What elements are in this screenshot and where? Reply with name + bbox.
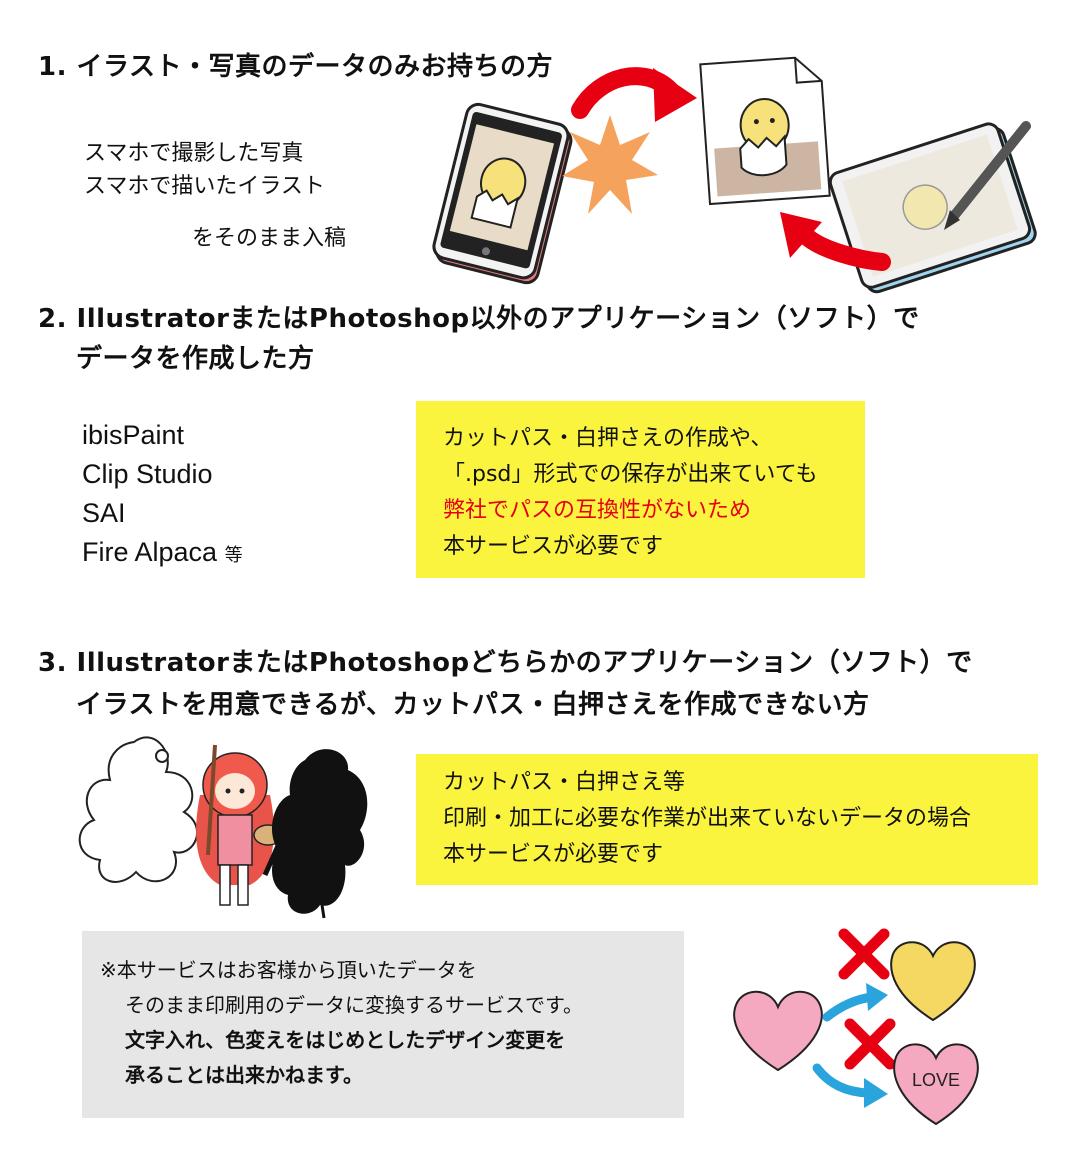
section2-heading-line1: 2. IllustratorまたはPhotoshop以外のアプリケーション（ソフ… [38,304,920,334]
app-item-ibispaint: ibisPaint [82,420,185,450]
app-item-clip-studio: Clip Studio [82,459,213,489]
red-x-icon [844,1018,896,1070]
flash-burst-icon [562,115,658,214]
character-illustration [196,744,283,906]
section2-note-box: カットパス・白押さえの作成や、 「.psd」形式での保存が出来ていても 弊社でパ… [416,401,865,578]
cutpath-outline-illustration [78,736,199,883]
red-arrow-right-icon [571,67,697,122]
stylus-pen-icon [944,121,1031,230]
paper-document-illustration [699,56,831,206]
section3-heading-line2: イラストを用意できるが、カットパス・白押さえを作成できない方 [76,690,870,720]
blue-arrow-down-icon [812,1063,888,1108]
disclaimer-line2: そのまま印刷用のデータに変換するサービスです。 [125,993,583,1017]
section2-note-line1: カットパス・白押さえの作成や、 [443,426,773,451]
disclaimer-box: ※本サービスはお客様から頂いたデータを そのまま印刷用のデータに変換するサービス… [82,931,684,1118]
section3-note-line1: カットパス・白押さえ等 [443,770,686,795]
section1-line-photo: スマホで撮影した写真 [84,141,304,166]
love-heart-icon [893,1043,979,1126]
section2-heading-line2: データを作成した方 [76,344,315,374]
app-item-fire-alpaca: Fire Alpaca 等 [82,537,243,567]
app-list-suffix: 等 [224,545,243,565]
disclaimer-line4: 承ることは出来かねます。 [125,1063,363,1087]
yellow-heart-icon [890,941,976,1022]
section1-line-illust: スマホで描いたイラスト [84,174,325,199]
disclaimer-line3: 文字入れ、色変えをはじめとしたデザイン変更を [125,1028,566,1052]
heart-love-label: LOVE [912,1070,961,1090]
red-x-icon [838,928,890,980]
section2-note-line4: 本サービスが必要です [443,534,664,559]
section3-note-line2: 印刷・加工に必要な作業が出来ていないデータの場合 [443,806,972,831]
section3-note-line3: 本サービスが必要です [443,842,664,867]
section1-suffix: をそのまま入稿 [192,226,347,251]
pink-heart-icon [733,990,823,1072]
section1-list: スマホで撮影した写真 スマホで描いたイラスト [84,137,325,203]
section3-note-box: カットパス・白押さえ等 印刷・加工に必要な作業が出来ていないデータの場合 本サー… [416,754,1038,885]
section1-heading: 1. イラスト・写真のデータのみお持ちの方 [38,52,554,82]
character-silhouette-illustration [262,749,368,919]
section2-note-line2: 「.psd」形式での保存が出来ていても [443,462,818,487]
section2-note-warning: 弊社でパスの互換性がないため [443,498,752,523]
section3-heading-line1: 3. IllustratorまたはPhotoshopどちらかのアプリケーション（… [38,648,973,678]
app-item-sai: SAI [82,498,126,528]
app-list: ibisPaint Clip Studio SAI Fire Alpaca 等 [82,416,243,575]
tablet-illustration [828,122,1037,294]
red-arrow-left-icon [780,212,891,271]
blue-arrow-up-icon [822,983,888,1022]
smartphone-illustration [432,102,573,285]
disclaimer-line1: ※本サービスはお客様から頂いたデータを [100,958,477,982]
